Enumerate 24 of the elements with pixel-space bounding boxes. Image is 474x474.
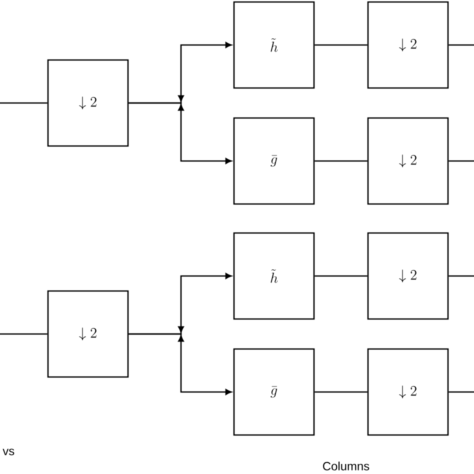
axis-label: vs: [2, 448, 14, 456]
downsample-box: $\downarrow 2$: [367, 1, 449, 89]
line: [448, 391, 474, 393]
downsample-box: $\downarrow 2$: [367, 232, 449, 320]
arrow: [128, 95, 232, 164]
line: [314, 391, 368, 393]
filter-box: $\bar{g}$: [233, 117, 315, 205]
filter-box: $\tilde{h}$: [233, 1, 315, 89]
line: [314, 44, 368, 46]
line: [0, 102, 48, 104]
arrow: [128, 326, 232, 395]
line: [448, 275, 474, 277]
filter-box: $\bar{g}$: [233, 348, 315, 436]
filter-box: $\tilde{h}$: [233, 232, 315, 320]
axis-label: Columns: [323, 462, 370, 470]
line: [314, 160, 368, 162]
downsample-box: $\downarrow 2$: [47, 59, 129, 147]
line: [0, 333, 48, 335]
line: [448, 44, 474, 46]
downsample-box: $\downarrow 2$: [47, 290, 129, 378]
downsample-box: $\downarrow 2$: [367, 348, 449, 436]
downsample-box: $\downarrow 2$: [367, 117, 449, 205]
line: [448, 160, 474, 162]
line: [314, 275, 368, 277]
